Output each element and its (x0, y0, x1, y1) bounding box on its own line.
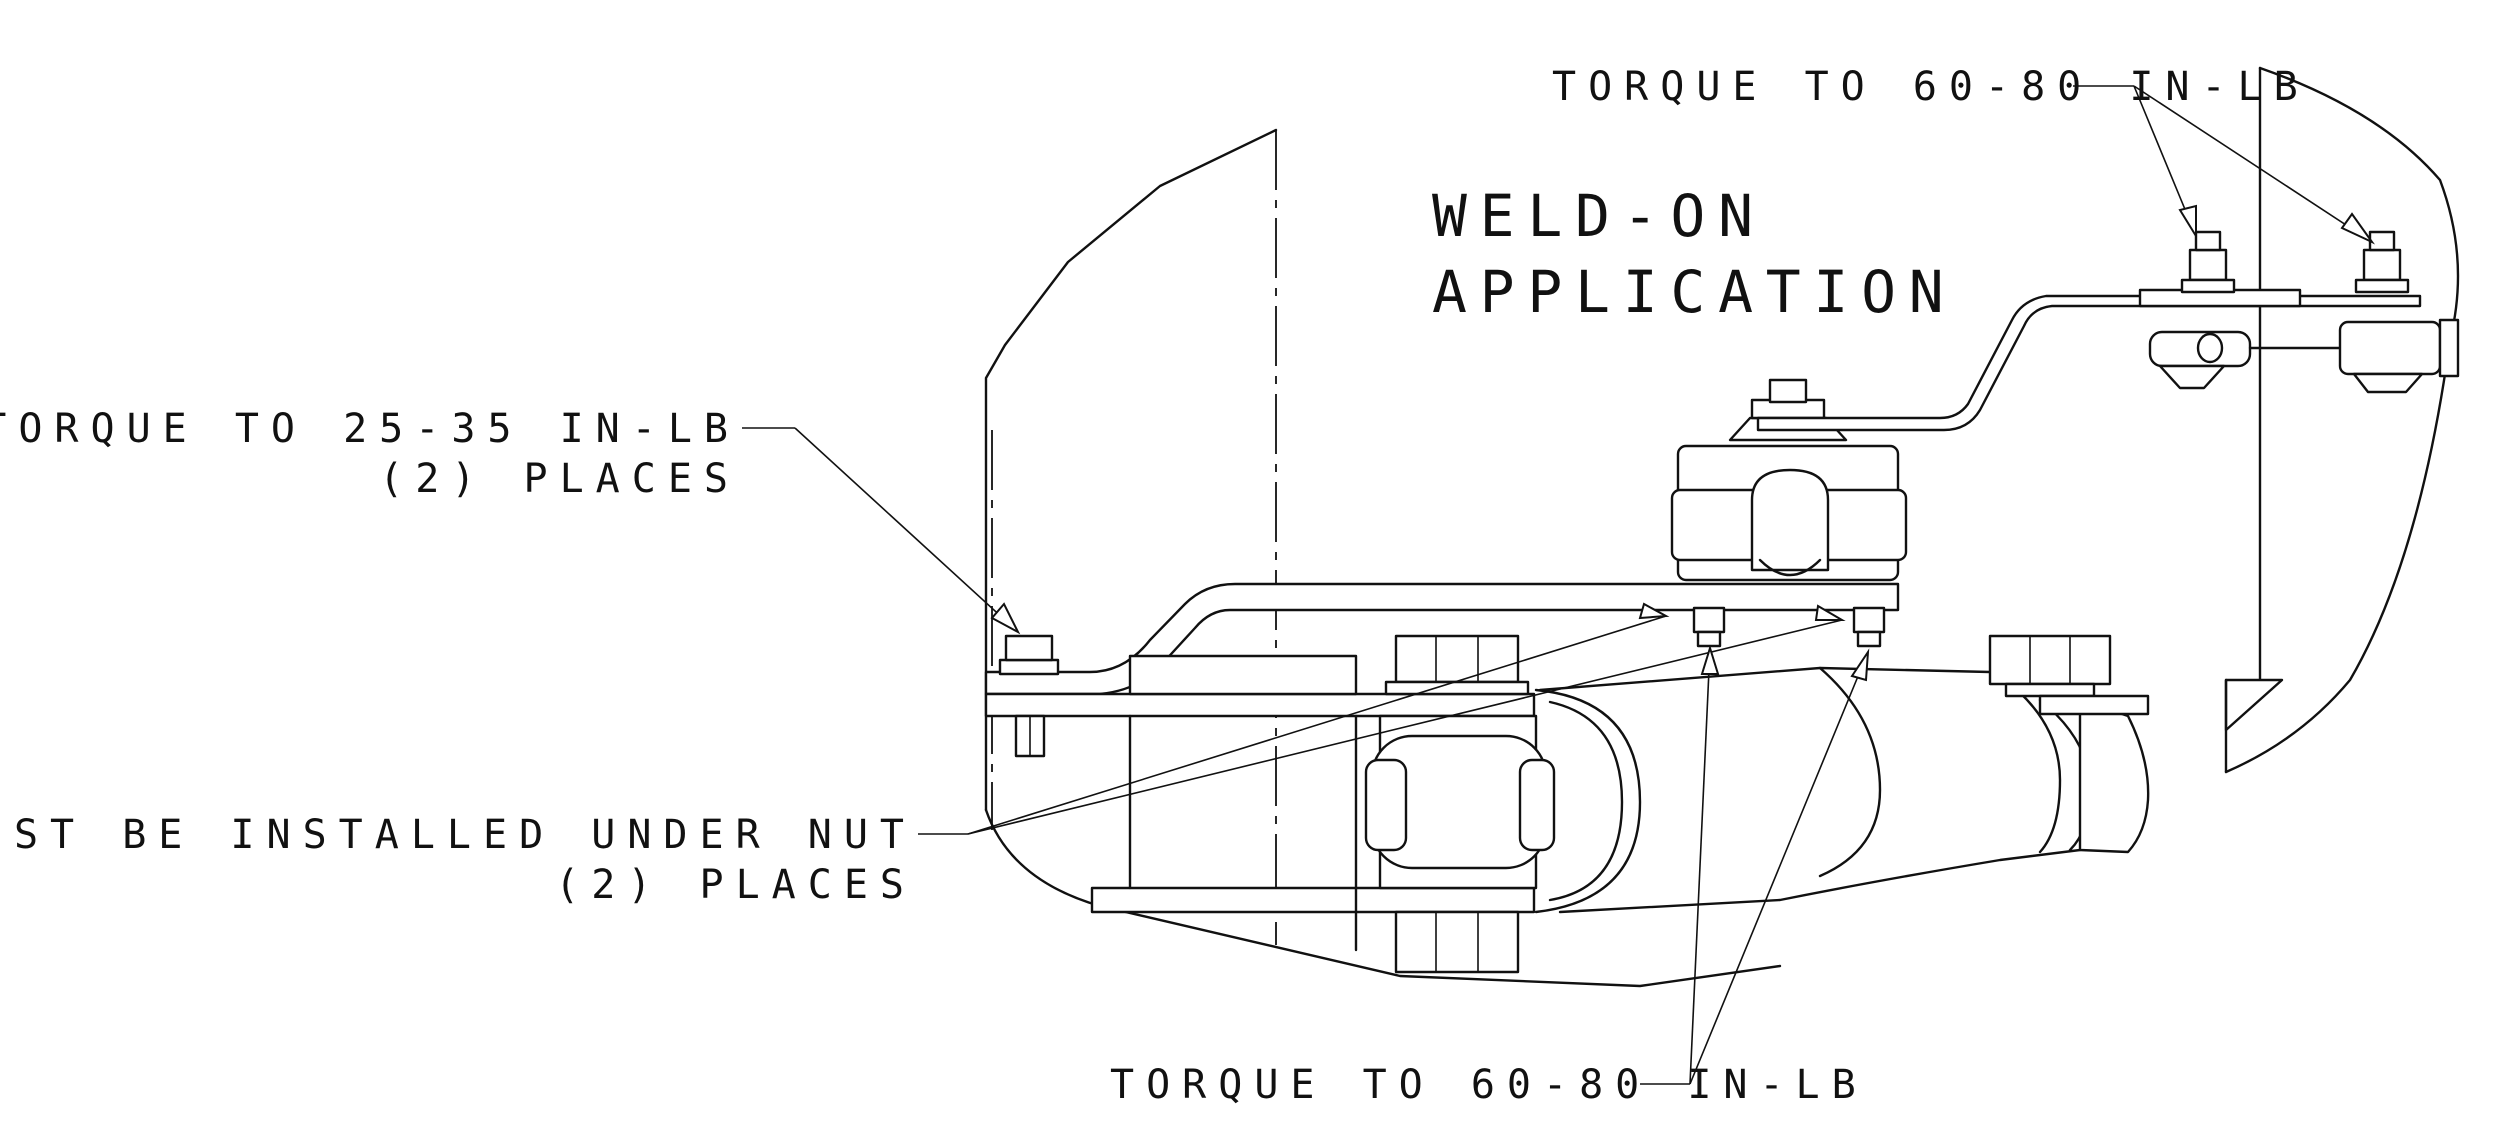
title-line-2: APPLICATION (1432, 258, 1956, 326)
shock-lower-mount (1364, 634, 1642, 974)
note-torque-left-line2: (2) PLACES (379, 456, 740, 502)
lower-plate (984, 692, 1536, 718)
note-torque-left-line1: TORQUE TO 25-35 IN-LB (0, 406, 740, 452)
note-washer-line2: (2) PLACES (555, 862, 916, 908)
right-body-outline (2224, 66, 2460, 774)
note-torque-bottom: TORQUE TO 60-80 IN-LB (1110, 1062, 1868, 1108)
rod-end (2148, 318, 2460, 394)
sensor-studs (1692, 606, 1886, 648)
sensor-box (1670, 378, 1908, 582)
note-torque-top-right: TORQUE TO 60-80 IN-LB (1552, 64, 2310, 110)
note-washer-line1: WASHER MUST BE INSTALLED UNDER NUT (0, 812, 916, 858)
title-line-1: WELD-ON (1432, 182, 1766, 250)
top-nuts (2180, 230, 2410, 294)
hex-nut-lower (1394, 910, 1520, 974)
bottom-plate (1090, 886, 1536, 914)
hex-nut-upper (1394, 634, 1520, 684)
leader-top-right (2073, 85, 2376, 245)
leader-left (742, 427, 1021, 635)
bolt-left (998, 634, 1060, 758)
leader-bottom (1640, 644, 1870, 1085)
lower-bracket (984, 582, 1900, 952)
shock-top-bolt (1988, 634, 2150, 716)
block-spacer (1128, 654, 1358, 696)
leader-washer (918, 602, 1846, 835)
